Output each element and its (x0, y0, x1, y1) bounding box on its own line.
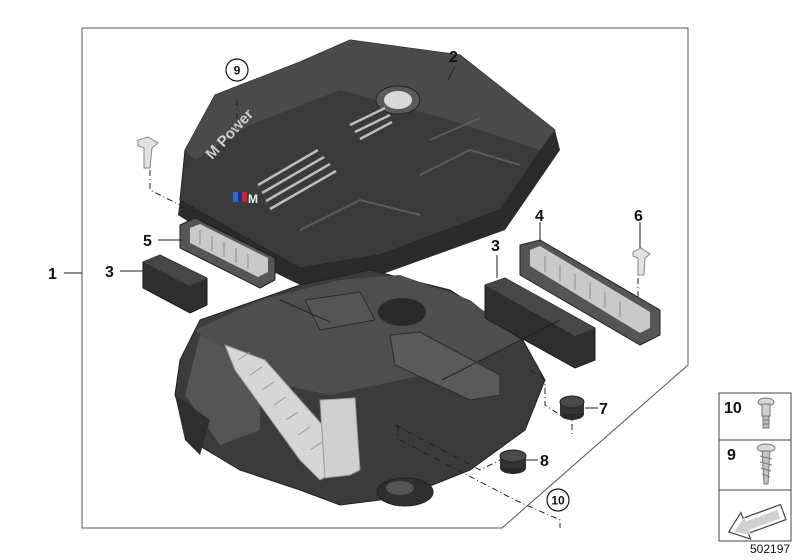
clip-left[interactable] (137, 136, 159, 169)
callout-8: 8 (540, 453, 549, 470)
direction-arrow-icon (727, 503, 787, 540)
callout-5: 5 (143, 233, 152, 250)
legend-item-9-number: 9 (727, 447, 736, 464)
grommet-7[interactable] (559, 395, 585, 420)
cover-badge-text: M (248, 192, 258, 206)
callout-9-circle: 9 (225, 58, 249, 82)
filter-frame-left[interactable] (179, 217, 276, 289)
intake-housing[interactable] (174, 269, 546, 507)
callout-9: 9 (234, 64, 241, 78)
leader-lines (64, 65, 641, 461)
assembly-lines (149, 100, 639, 528)
foam-block-left[interactable] (142, 254, 208, 314)
screw-icon (756, 443, 776, 485)
image-number: 502197 (750, 542, 790, 556)
callout-3-right: 3 (491, 238, 500, 255)
foam-block-right[interactable] (484, 277, 596, 369)
engine-cover[interactable]: M Power M (178, 39, 560, 285)
callout-2: 2 (449, 49, 458, 66)
callout-3-left: 3 (105, 264, 114, 281)
pin-fastener-icon (757, 397, 775, 429)
clip-right[interactable] (632, 247, 651, 276)
callout-6: 6 (634, 208, 643, 225)
callout-10: 10 (551, 494, 565, 508)
hardware-legend: 10 9 (718, 392, 792, 542)
grommet-8[interactable] (499, 449, 527, 474)
callout-10-circle: 10 (546, 488, 570, 512)
callout-4: 4 (535, 208, 544, 225)
callout-1: 1 (48, 266, 57, 283)
legend-item-10-number: 10 (724, 400, 742, 417)
callout-7: 7 (599, 401, 608, 418)
assembly-frame (81, 27, 689, 529)
